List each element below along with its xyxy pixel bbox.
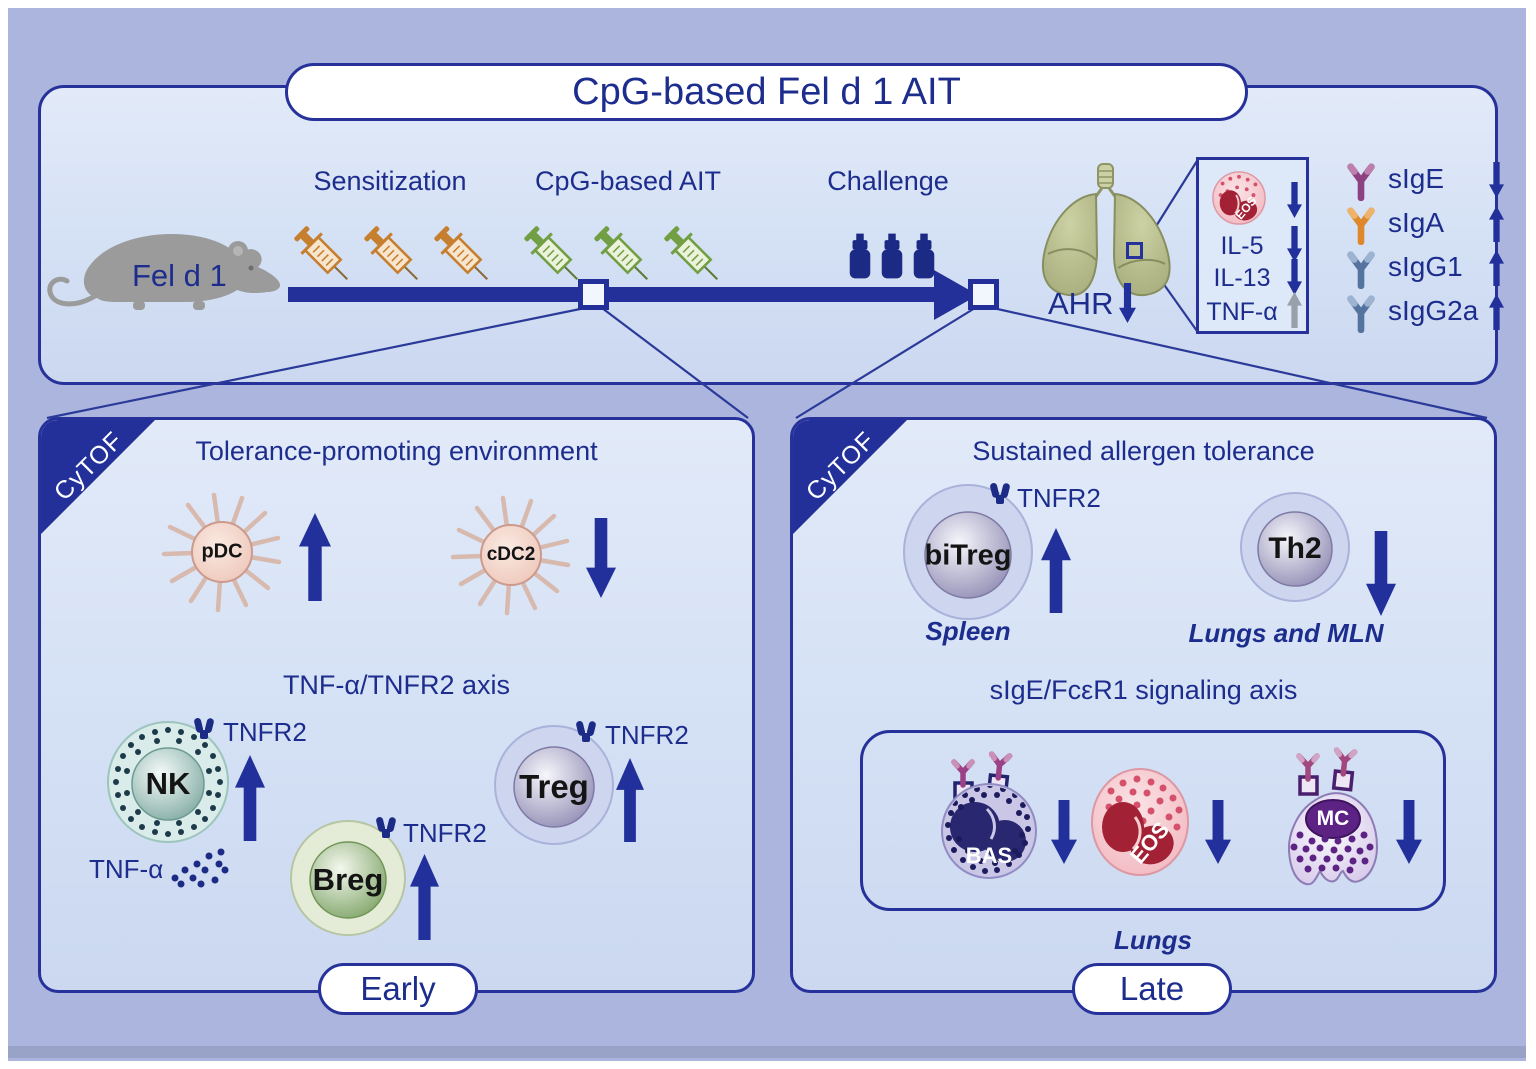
bitreg-label: biTreg: [924, 539, 1012, 572]
th2-down-arrow: [1366, 531, 1396, 616]
tnfr2-receptor-icon: [576, 720, 596, 742]
th2-label: Th2: [1268, 532, 1322, 566]
pdc-up-arrow: [299, 513, 331, 601]
mouse-label: Fel d 1: [132, 258, 227, 293]
stage-label-sensitization: Sensitization: [313, 166, 467, 196]
late-panel: CyTOF Sustained allergen tolerance biTre…: [790, 417, 1497, 993]
dropper-icon: [913, 233, 935, 279]
treg-cell: Treg: [493, 724, 615, 846]
tnf-alpha-dots-icon: [171, 848, 229, 888]
lungs-mln-label: Lungs and MLN: [1188, 618, 1384, 648]
section-title-tnfr2-axis: TNF-α/TNFR2 axis: [282, 670, 511, 700]
early-badge: Early: [318, 963, 478, 1015]
sigg2a-up-arrow: [1489, 294, 1504, 330]
eos-cell-large: EOS: [1089, 765, 1191, 877]
breg-tnfr2-label: TNFR2: [403, 818, 487, 848]
breg-cell: Breg: [289, 819, 407, 937]
syringe-orange-icon: [294, 226, 349, 281]
antibody-icon-sigg1: [1347, 251, 1375, 289]
antibody-row-sigg2a: sIgG2a: [1344, 290, 1504, 334]
cytof-ribbon: [41, 420, 156, 535]
lungs-label: Lungs: [1114, 925, 1192, 955]
eos-cell-icon: EOS: [1211, 170, 1267, 226]
antibody-label: sIgG2a: [1388, 295, 1479, 326]
cdc2-cell: cDC2: [446, 490, 576, 620]
lung-inset-box: EOS IL-5 IL-13 TNF-α: [1196, 157, 1309, 334]
section-title-tolerance: Tolerance-promoting environment: [195, 436, 598, 466]
antibody-label: sIgG1: [1388, 251, 1463, 282]
figure-bottom-strip: [8, 1046, 1526, 1058]
lungs-cells-box: [860, 730, 1446, 911]
bitreg-up-arrow: [1041, 528, 1071, 613]
antibody-row-sigg1: sIgG1: [1344, 246, 1504, 290]
late-badge-label: Late: [1119, 970, 1185, 1007]
il5-down-arrow: [1287, 226, 1302, 262]
early-panel: CyTOF Tolerance-promoting environment pD…: [38, 417, 755, 993]
lungs-icon: [1042, 163, 1171, 297]
antibody-label: sIgA: [1388, 207, 1445, 238]
pdc-label: pDC: [201, 540, 243, 563]
lung-zoom-square: [1126, 242, 1143, 259]
antibody-icon-sigg2a: [1347, 295, 1375, 333]
timeline-bar: [288, 287, 938, 302]
mc-cell: MC: [1280, 735, 1386, 887]
il5-label: IL-5: [1220, 232, 1264, 260]
section-title-sige-axis: sIgE/FcεR1 signaling axis: [989, 675, 1298, 705]
late-badge: Late: [1072, 963, 1232, 1015]
bitreg-tnfr2-label: TNFR2: [1017, 483, 1101, 513]
breg-up-arrow: [410, 854, 439, 940]
title-pill: CpG-based Fel d 1 AIT: [285, 63, 1248, 121]
breg-label: Breg: [312, 862, 384, 898]
nk-up-arrow: [235, 755, 265, 841]
spleen-label: Spleen: [925, 616, 1011, 646]
mc-label: MC: [1316, 806, 1350, 830]
nk-label: NK: [145, 766, 191, 802]
cytof-ribbon: [793, 420, 908, 535]
syringe-green-icon: [594, 226, 649, 281]
bas-label: BAS: [965, 843, 1013, 869]
nk-cell: NK: [106, 720, 230, 844]
ahr-label: AHR: [1048, 286, 1114, 321]
syringe-green-icon: [524, 226, 579, 281]
syringe-orange-icon: [364, 226, 419, 281]
il13-down-arrow: [1287, 259, 1302, 295]
treg-label: Treg: [519, 768, 589, 806]
timeline-marker-late: [968, 279, 999, 310]
timeline-marker-early: [578, 279, 609, 310]
cdc2-label: cDC2: [486, 544, 536, 565]
antibody-row-sige: sIgE: [1344, 158, 1504, 202]
nk-tnfr2-label: TNFR2: [223, 717, 307, 747]
eos-down-arrow: [1287, 182, 1302, 218]
syringe-green-icon: [664, 226, 719, 281]
dropper-icon: [881, 233, 903, 279]
treg-tnfr2-label: TNFR2: [605, 720, 689, 750]
figure-title: CpG-based Fel d 1 AIT: [572, 70, 961, 113]
stage-label-challenge: Challenge: [827, 166, 949, 196]
cdc2-down-arrow: [586, 518, 616, 598]
tnfr2-receptor-icon: [990, 482, 1010, 504]
stage-label-ait: CpG-based AIT: [534, 166, 722, 196]
tnfa-label: TNF-α: [1206, 298, 1278, 326]
bas-cell: BAS: [935, 743, 1043, 881]
tnfr2-receptor-icon: [194, 717, 214, 739]
th2-cell: Th2: [1239, 491, 1351, 603]
tnf-alpha-label: TNF-α: [89, 854, 164, 884]
early-badge-label: Early: [360, 970, 436, 1007]
dropper-icon: [849, 233, 871, 279]
antibody-icon-sige: [1347, 163, 1375, 201]
bitreg-cell: biTreg: [902, 483, 1034, 621]
antibody-icon-siga: [1347, 207, 1375, 245]
treg-up-arrow: [616, 758, 644, 842]
tnfa-up-arrow: [1287, 292, 1302, 328]
siga-up-arrow: [1489, 206, 1504, 242]
section-title-sustained: Sustained allergen tolerance: [972, 436, 1315, 466]
tnfr2-receptor-icon: [376, 816, 396, 838]
sigg1-up-arrow: [1489, 250, 1504, 286]
antibody-row-siga: sIgA: [1344, 202, 1504, 246]
antibody-label: sIgE: [1388, 163, 1445, 194]
il13-label: IL-13: [1213, 264, 1271, 292]
pdc-cell: pDC: [157, 487, 287, 617]
syringe-orange-icon: [434, 226, 489, 281]
sige-down-arrow: [1489, 162, 1504, 198]
